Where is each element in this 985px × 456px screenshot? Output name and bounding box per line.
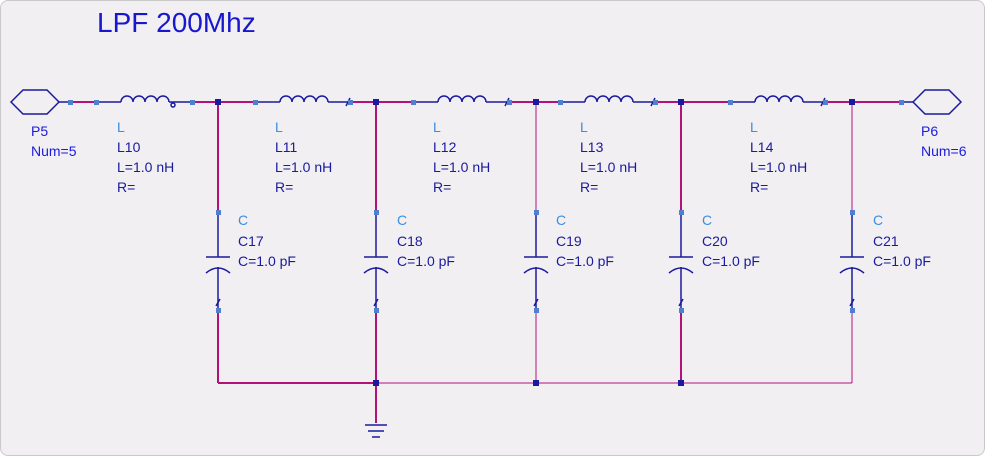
ground-icon[interactable] xyxy=(365,424,387,438)
inductor-l13-ref: L13 xyxy=(580,139,604,155)
junction-node xyxy=(373,380,379,386)
capacitor-c21-value: C=1.0 pF xyxy=(873,253,931,269)
capacitor-c18-icon[interactable] xyxy=(363,210,389,313)
inductor-l14-icon[interactable] xyxy=(728,95,828,107)
inductor-l10-icon[interactable] xyxy=(94,95,195,108)
capacitor-c20-ref: C20 xyxy=(702,233,728,249)
capacitor-c21-type: C xyxy=(873,212,883,228)
capacitor-c17-value: C=1.0 pF xyxy=(238,253,296,269)
capacitor-c17-icon[interactable] xyxy=(205,210,231,313)
inductor-l14-ref: L14 xyxy=(750,139,774,155)
inductor-l12-icon[interactable] xyxy=(411,95,512,107)
port-p5-name: P5 xyxy=(31,123,48,139)
schematic-title: LPF 200Mhz xyxy=(97,7,256,38)
inductor-l11-resistance: R= xyxy=(275,179,293,195)
ground-bus xyxy=(218,382,852,423)
inductor-l10-type: L xyxy=(117,119,125,135)
port-p6-icon[interactable] xyxy=(899,89,963,115)
junction-node xyxy=(533,380,539,386)
inductor-l14-resistance: R= xyxy=(750,179,768,195)
inductor-l11-type: L xyxy=(275,119,283,135)
shunt-wires xyxy=(217,102,853,383)
inductor-l10-value: L=1.0 nH xyxy=(117,159,174,175)
junction-node xyxy=(533,99,539,105)
port-p5-icon[interactable] xyxy=(9,89,73,115)
capacitor-c21-ref: C21 xyxy=(873,233,899,249)
port-p6-name: P6 xyxy=(921,123,938,139)
inductor-l13-value: L=1.0 nH xyxy=(580,159,637,175)
capacitor-c20-icon[interactable] xyxy=(668,210,694,313)
capacitor-c21-icon[interactable] xyxy=(839,210,865,313)
inductor-l12-type: L xyxy=(433,119,441,135)
capacitor-c17-type: C xyxy=(238,212,248,228)
capacitor-c20-value: C=1.0 pF xyxy=(702,253,760,269)
inductor-l11-icon[interactable] xyxy=(253,95,353,107)
port-p6-num: Num=6 xyxy=(921,143,967,159)
inductor-l12-value: L=1.0 nH xyxy=(433,159,490,175)
capacitor-c19-type: C xyxy=(556,212,566,228)
capacitor-c18-value: C=1.0 pF xyxy=(397,253,455,269)
junction-node xyxy=(849,99,855,105)
capacitor-c17-ref: C17 xyxy=(238,233,264,249)
inductor-l13-type: L xyxy=(580,119,588,135)
capacitor-c20-type: C xyxy=(702,212,712,228)
capacitor-c19-value: C=1.0 pF xyxy=(556,253,614,269)
rail-junctions xyxy=(215,99,855,105)
inductor-l13-icon[interactable] xyxy=(558,95,658,107)
port-p5-num: Num=5 xyxy=(31,143,77,159)
junction-node xyxy=(215,99,221,105)
capacitor-c18-type: C xyxy=(397,212,407,228)
inductor-l10-resistance: R= xyxy=(117,179,135,195)
inductor-l14-type: L xyxy=(750,119,758,135)
junction-node xyxy=(373,99,379,105)
inductor-l10-ref: L10 xyxy=(117,139,141,155)
junction-node xyxy=(678,99,684,105)
inductor-l11-ref: L11 xyxy=(275,139,298,155)
inductor-l13-resistance: R= xyxy=(580,179,598,195)
inductor-l11-value: L=1.0 nH xyxy=(275,159,332,175)
inductor-l12-ref: L12 xyxy=(433,139,457,155)
inductor-l14-value: L=1.0 nH xyxy=(750,159,807,175)
capacitor-c18-ref: C18 xyxy=(397,233,423,249)
junction-node xyxy=(678,380,684,386)
inductor-l12-resistance: R= xyxy=(433,179,451,195)
capacitor-c19-icon[interactable] xyxy=(523,210,549,313)
ground-junctions xyxy=(373,380,684,386)
capacitor-c19-ref: C19 xyxy=(556,233,582,249)
